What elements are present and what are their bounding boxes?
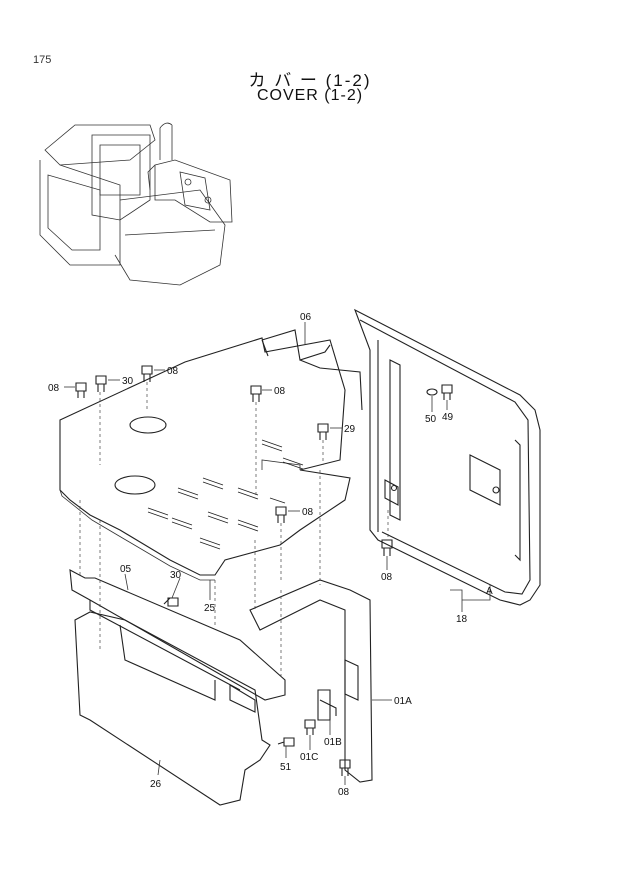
bolt-51 xyxy=(277,737,295,747)
assembly-lines xyxy=(79,382,389,680)
callout-29: 29 xyxy=(344,424,356,435)
callout-A: A xyxy=(486,586,493,597)
bolt-29 xyxy=(317,423,329,440)
callout-08-c: 08 xyxy=(274,386,286,397)
callout-05: 05 xyxy=(120,564,132,575)
callout-51: 51 xyxy=(280,762,292,773)
callout-25: 25 xyxy=(204,603,216,614)
bracket-06 xyxy=(261,329,363,411)
callout-01C: 01C xyxy=(300,752,318,763)
clip-01B xyxy=(317,689,337,721)
bolt-08-f xyxy=(339,759,351,776)
callout-08-d: 08 xyxy=(302,507,314,518)
lower-frame-05 xyxy=(69,569,373,783)
callout-08-e: 08 xyxy=(381,572,393,583)
bolts xyxy=(75,365,453,776)
leader-lines xyxy=(64,322,491,785)
washer-50 xyxy=(426,388,438,396)
machine-overview-sketch xyxy=(39,122,233,286)
callout-01A: 01A xyxy=(394,696,412,707)
side-panel-18 xyxy=(353,308,541,606)
callout-30-a: 30 xyxy=(122,376,134,387)
bolt-30-a xyxy=(95,375,107,392)
page-number: 175 xyxy=(33,54,52,66)
callout-08-a: 08 xyxy=(48,383,60,394)
bolt-49 xyxy=(441,384,453,400)
title-english: COVER (1-2) xyxy=(256,87,364,104)
bolt-01C xyxy=(304,719,316,735)
callout-49: 49 xyxy=(442,412,454,423)
bolt-08-d xyxy=(275,506,287,523)
callout-01B: 01B xyxy=(324,737,342,748)
bolt-08-c xyxy=(250,385,262,402)
bolt-08-e xyxy=(381,539,393,556)
callout-50: 50 xyxy=(425,414,437,425)
callout-26: 26 xyxy=(150,779,162,790)
callout-labels: 06 08 30 08 08 29 08 05 30 25 50 49 08 A… xyxy=(48,312,493,798)
callout-08-b: 08 xyxy=(167,366,179,377)
title-japanese: カ バ ー (1-2) xyxy=(248,71,372,90)
bolt-08-a xyxy=(75,382,87,398)
callout-30-b: 30 xyxy=(170,570,182,581)
cover-plate-26 xyxy=(74,611,271,806)
bolt-30-b xyxy=(163,597,179,607)
bolt-08-b xyxy=(141,365,153,382)
callout-06: 06 xyxy=(300,312,312,323)
callout-08-f: 08 xyxy=(338,787,350,798)
main-plate-25 xyxy=(59,337,351,581)
callout-18: 18 xyxy=(456,614,468,625)
